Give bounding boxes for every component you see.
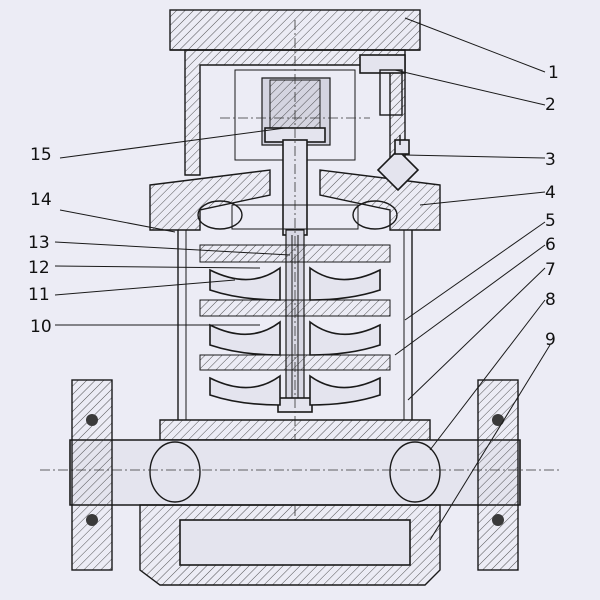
label-1: 1 bbox=[548, 63, 559, 83]
label-5: 5 bbox=[545, 211, 556, 231]
outlet-flange bbox=[477, 379, 519, 571]
label-11: 11 bbox=[28, 285, 50, 305]
inlet-flange bbox=[71, 379, 113, 571]
label-2: 2 bbox=[545, 95, 556, 115]
impeller-stages bbox=[199, 244, 391, 406]
pump-head bbox=[149, 169, 441, 231]
label-10: 10 bbox=[30, 317, 52, 337]
motor-bracket bbox=[184, 49, 406, 176]
label-15: 15 bbox=[30, 145, 52, 165]
label-14: 14 bbox=[30, 190, 52, 210]
label-8: 8 bbox=[545, 290, 556, 310]
label-4: 4 bbox=[545, 183, 556, 203]
label-12: 12 bbox=[28, 258, 50, 278]
label-6: 6 bbox=[545, 235, 556, 255]
label-7: 7 bbox=[545, 260, 556, 280]
label-9: 9 bbox=[545, 330, 556, 350]
vent-plug bbox=[376, 135, 420, 192]
label-3: 3 bbox=[545, 150, 556, 170]
pump-base bbox=[40, 419, 560, 586]
leader-lines bbox=[54, 17, 551, 541]
label-13: 13 bbox=[28, 233, 50, 253]
